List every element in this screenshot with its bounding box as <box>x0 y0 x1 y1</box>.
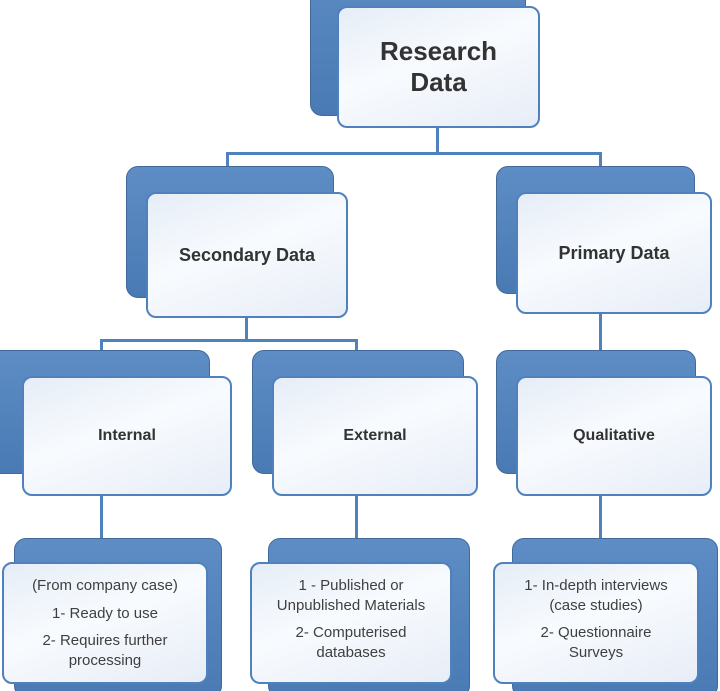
connector-primary-to-qualitative <box>599 313 602 353</box>
connector-external-stub <box>355 339 358 353</box>
qualitative-label: Qualitative <box>573 427 655 444</box>
detail-line: 1- In-depth interviews (case studies) <box>524 577 668 614</box>
connector-internal-to-details <box>100 495 103 540</box>
connector-root-down <box>436 127 439 154</box>
internal-label: Internal <box>98 427 156 444</box>
connector-level2-horizontal <box>226 152 602 155</box>
detail-line: 2- Requires further processing <box>42 632 168 669</box>
research-data-label: Research Data <box>379 35 498 97</box>
detail-line: 2- Questionnaire Surveys <box>540 624 652 661</box>
external-label: External <box>343 427 407 444</box>
connector-external-to-details <box>355 495 358 540</box>
secondary-data-node: Secondary Data <box>146 192 348 318</box>
detail-line: (From company case) <box>32 577 178 594</box>
detail-line: 1 - Published or Unpublished Materials <box>276 577 426 614</box>
detail-line: 1- Ready to use <box>52 604 158 622</box>
internal-details-node: (From company case) 1- Ready to use 2- R… <box>2 562 208 684</box>
qualitative-details-node: 1- In-depth interviews (case studies) 2-… <box>493 562 699 684</box>
connector-primary-stub <box>599 152 602 169</box>
connector-level3-horizontal <box>100 339 358 342</box>
connector-secondary-stub <box>226 152 229 169</box>
secondary-data-label: Secondary Data <box>178 244 316 265</box>
connector-internal-stub <box>100 339 103 353</box>
detail-line: 2- Computerised databases <box>295 624 407 661</box>
external-node: External <box>272 376 478 496</box>
qualitative-node: Qualitative <box>516 376 712 496</box>
internal-node: Internal <box>22 376 232 496</box>
research-data-node: Research Data <box>337 6 540 128</box>
connector-secondary-down <box>245 317 248 342</box>
primary-data-node: Primary Data <box>516 192 712 314</box>
primary-data-label: Primary Data <box>558 242 670 263</box>
external-details-node: 1 - Published or Unpublished Materials 2… <box>250 562 452 684</box>
connector-qualitative-to-details <box>599 495 602 540</box>
